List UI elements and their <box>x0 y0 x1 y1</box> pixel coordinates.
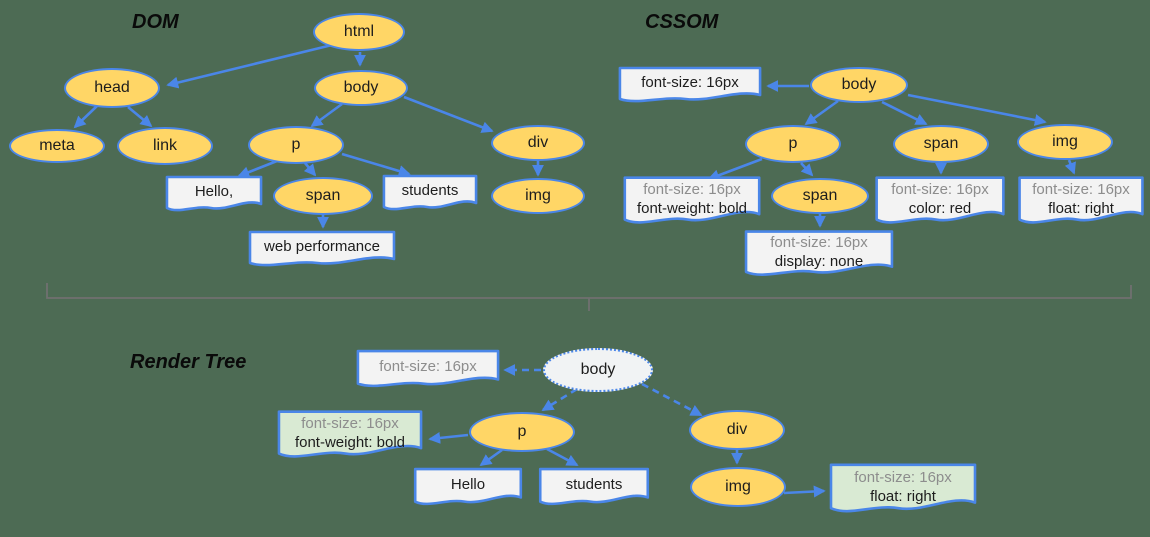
cssom-section-title: CSSOM <box>645 11 719 33</box>
dom-node-img: img <box>491 178 585 214</box>
dom-node-meta: meta <box>9 129 105 163</box>
edge-head-meta <box>73 105 98 129</box>
render-tree-section-title: Render Tree <box>130 351 247 373</box>
edge-body-p <box>310 102 343 128</box>
edge-render-p-students <box>546 447 579 467</box>
document-shape <box>828 462 978 518</box>
cssom-node-body: body <box>810 67 908 103</box>
document-shape <box>743 229 895 281</box>
edge-cssom-img-rule <box>1064 159 1076 175</box>
dom-node-head: head <box>64 68 160 108</box>
dom-node-p: p <box>248 126 344 164</box>
dom-section-title: DOM <box>132 11 179 33</box>
edge-render-p-rule <box>428 431 469 444</box>
edge-head-link <box>127 105 153 128</box>
dom-textnode-students: students <box>382 174 478 214</box>
render-node-img: img <box>690 467 786 507</box>
render-textnode-hello: Hello <box>413 467 523 509</box>
edge-render-p-hello <box>479 448 503 467</box>
dom-node-html: html <box>313 13 405 51</box>
document-shape <box>247 230 397 270</box>
render-node-p: p <box>469 412 575 452</box>
dom-node-body: body <box>314 70 408 106</box>
edge-cssom-p-rule <box>707 157 763 182</box>
render-node-body: body <box>543 348 653 392</box>
edge-render-img-rule <box>783 485 826 498</box>
document-shape <box>276 409 424 463</box>
render-rule-body: font-size: 16px <box>355 349 501 391</box>
cssom-node-span-child: span <box>771 178 869 214</box>
dom-node-link: link <box>117 127 213 165</box>
edge-p-students <box>341 152 411 177</box>
cssom-node-img: img <box>1017 124 1113 160</box>
document-shape <box>382 174 478 214</box>
document-shape <box>617 66 763 106</box>
combine-brace-line <box>46 283 1132 311</box>
edge-p-hello <box>237 159 278 178</box>
cssom-node-span: span <box>893 125 989 163</box>
edge-render-body-div <box>641 382 703 417</box>
document-shape <box>1017 175 1145 229</box>
render-node-div: div <box>689 410 785 450</box>
dom-textnode-hello: Hello, <box>165 175 263 215</box>
cssom-rule-body: font-size: 16px <box>617 66 763 106</box>
document-shape <box>165 175 263 215</box>
cssom-node-p: p <box>745 125 841 163</box>
edge-html-head <box>166 43 333 89</box>
edge-cssom-p-span <box>800 162 814 177</box>
edge-p-span <box>303 162 317 177</box>
dom-node-span: span <box>273 177 373 215</box>
edge-render-body-p <box>541 387 578 412</box>
document-shape <box>413 467 523 509</box>
edge-cssom-body-img <box>907 93 1047 126</box>
dom-textnode-web-performance: web performance <box>247 230 397 270</box>
edge-body-div <box>403 95 494 133</box>
render-textnode-students: students <box>538 467 650 509</box>
document-shape <box>874 175 1006 229</box>
edge-cssom-body-p <box>804 99 839 126</box>
edge-cssom-body-span <box>881 100 928 126</box>
document-shape <box>622 175 762 229</box>
document-shape <box>538 467 650 509</box>
document-shape <box>355 349 501 391</box>
dom-node-div: div <box>491 125 585 161</box>
